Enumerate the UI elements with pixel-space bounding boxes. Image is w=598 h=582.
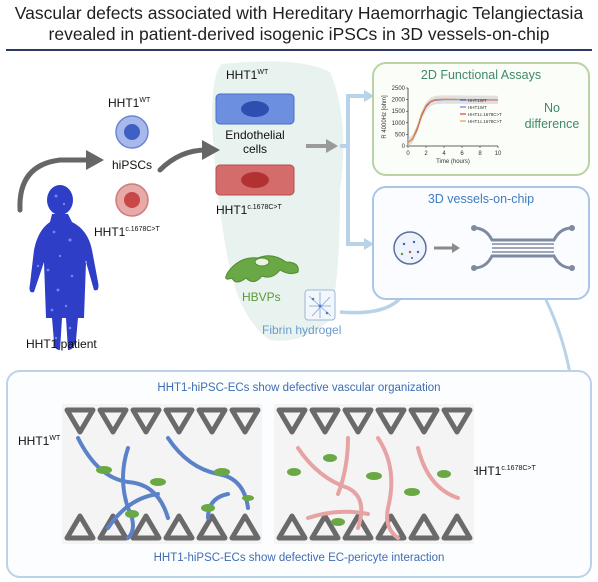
left-mut-label: HHT1c.1678C>T [94, 225, 160, 239]
microfluidic-chip [473, 226, 573, 270]
pillar-bottom [408, 513, 440, 541]
pillar-bottom [130, 513, 162, 541]
left-wt-label: HHT1WT [108, 96, 151, 110]
chip-illustration [393, 225, 575, 271]
x-tick-label: 2 [424, 151, 428, 157]
pillar-top [196, 407, 228, 435]
y-tick-label: 0 [402, 144, 406, 150]
pillar-top [441, 407, 473, 435]
y-tick-label: 1500 [392, 109, 406, 115]
legend-label: HHT1c.1678C>T [468, 112, 502, 117]
pillar-bottom [196, 513, 228, 541]
error-band [408, 95, 498, 147]
ec-to-2d-arrowhead [326, 139, 338, 153]
panel-3d-chip: 3D vessels-on-chip [372, 186, 590, 300]
pillar-top [97, 407, 129, 435]
panel-2d-assays: 2D Functional Assays 0 2 4 6 8 10 0 500 1000 1500… [372, 62, 590, 176]
patient-label: HHT1 patient [26, 337, 97, 351]
split-arrowhead-bottom [364, 238, 374, 250]
panel-2d-title: 2D Functional Assays [420, 68, 542, 82]
figure-title: Vascular defects associated with Heredit… [0, 3, 598, 45]
ec-label: Endothelial cells [225, 128, 285, 156]
patient-figure [29, 185, 99, 350]
bottom-panel-title: HHT1-hiPSC-ECs show defective vascular o… [157, 382, 441, 394]
middle-wt-label: HHT1WT [226, 68, 269, 82]
x-tick-label: 4 [442, 151, 446, 157]
bottom-panel-caption: HHT1-hiPSC-ECs show defective EC-pericyt… [153, 552, 445, 564]
x-tick-label: 0 [406, 151, 410, 157]
y-axis-label: R 4000Hz [ohm] [382, 95, 388, 139]
pillar-top [64, 407, 96, 435]
patient-speckle [36, 194, 88, 340]
y-tick-label: 2000 [392, 98, 406, 104]
y-tick-label: 500 [395, 132, 406, 138]
hipsc-to-ec-arrowhead [202, 140, 220, 160]
vessel-chambers [62, 404, 474, 544]
pillar-bottom [229, 513, 261, 541]
x-tick-label: 10 [495, 151, 502, 157]
y-tick-label: 2500 [392, 86, 406, 92]
hipsc-to-ec-arrow [157, 147, 209, 173]
cell-suspension-dish [393, 231, 427, 265]
x-axis-label: Time (hours) [436, 159, 470, 165]
no-difference-text: No difference [524, 101, 580, 131]
x-tick-label: 8 [478, 151, 482, 157]
legend-label: HHT1WT [468, 105, 487, 110]
title-divider [6, 49, 592, 51]
hipsc-label: hiPSCs [112, 158, 153, 172]
mut-pericytes [287, 454, 451, 526]
pillar-top [163, 407, 195, 435]
pillar-top [309, 407, 341, 435]
y-tick-label: 1000 [392, 121, 406, 127]
bottom-wt-label: HHT1WT [18, 434, 61, 448]
middle-mut-label: HHT1c.1678C>T [216, 203, 282, 217]
wt-chamber [62, 404, 262, 544]
panel-vascular-organization: HHT1-hiPSC-ECs show defective vascular o… [6, 370, 592, 578]
fibrin-label: Fibrin hydrogel [262, 323, 342, 337]
split-arrowhead-top [364, 90, 374, 102]
pillar-bottom [441, 513, 473, 541]
pillar-top [342, 407, 374, 435]
mut-vessels [296, 436, 460, 540]
legend-label: HHT1c.1678C>T [468, 119, 502, 124]
title-line-2: revealed in patient-derived isogenic iPS… [48, 24, 550, 44]
split-arrow [340, 94, 366, 246]
patient-to-hipsc-arrowhead [86, 150, 104, 170]
hbvp-pericyte [225, 255, 299, 283]
pillar-top [229, 407, 261, 435]
pillar-top [375, 407, 407, 435]
hbvp-label: HBVPs [242, 290, 281, 304]
wt-pericytes [96, 466, 254, 518]
pillar-top [408, 407, 440, 435]
x-tick-label: 6 [460, 151, 464, 157]
title-line-1: Vascular defects associated with Heredit… [14, 3, 584, 23]
patient-to-hipsc-arrow [17, 157, 91, 213]
legend-label: HHT1WT [468, 98, 487, 103]
pillar-bottom [276, 513, 308, 541]
panel-3d-title: 3D vessels-on-chip [427, 192, 535, 206]
bottom-mut-label: HHT1c.1678C>T [470, 464, 536, 478]
pillar-bottom [163, 513, 195, 541]
series-line [407, 98, 499, 143]
pillar-top [276, 407, 308, 435]
pillar-top [130, 407, 162, 435]
pillar-bottom [64, 513, 96, 541]
pillar-bottom [309, 513, 341, 541]
